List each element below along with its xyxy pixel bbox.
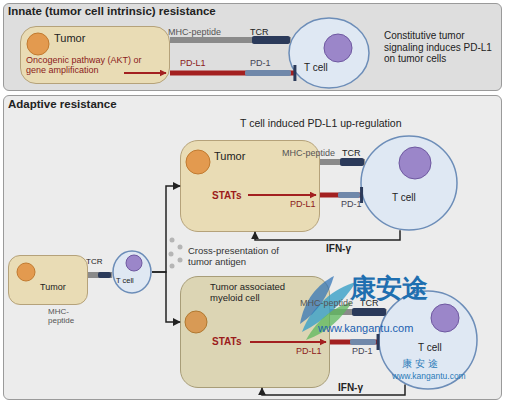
molecule-label: PD-1 [250, 58, 271, 68]
panel-title: Innate (tumor cell intrinsic) resistance [8, 5, 216, 18]
molecule-label: TCR [250, 27, 269, 37]
cell-label: T cell [418, 342, 442, 354]
cell-circle: T cell [112, 250, 152, 294]
panel-subtitle: T cell induced PD-L1 up-regulation [240, 117, 401, 129]
molecule-label: TCR [342, 148, 361, 158]
edge-label: IFN-γ [326, 243, 351, 255]
molecule-label: MHC-peptide [300, 298, 353, 308]
molecule-label: PD-L1 [290, 199, 316, 209]
watermark: www.kangantu.com [392, 372, 466, 382]
cell-label: Tumor [214, 150, 245, 163]
molecule-label: TCR [86, 257, 102, 266]
molecule-label: PD-L1 [180, 58, 206, 68]
cell-membrane [361, 136, 457, 230]
molecule-label: MHC-peptide [282, 148, 335, 158]
cell-box: Tumor associated myeloid cellSTATs [180, 276, 330, 388]
cell-label: T cell [116, 277, 134, 286]
watermark: www.kangantu.com [318, 322, 413, 335]
stats-label: STATs [212, 336, 241, 348]
cell-outline [288, 17, 370, 89]
cell-circle: T cell [360, 135, 458, 231]
cell-membrane [289, 18, 369, 88]
molecule-label: PD-1 [352, 346, 373, 356]
edge-label: IFN-γ [338, 382, 363, 394]
cell-label: Tumor [40, 282, 66, 292]
cell-outline [360, 135, 458, 231]
molecule-label: MHC-peptide [168, 27, 221, 37]
molecule-label: PD-1 [341, 199, 362, 209]
panel-title: Adaptive resistance [8, 98, 117, 111]
note-text: Cross-presentation of tumor antigen [188, 246, 298, 268]
pathway-note: Oncogenic pathway (AKT) or gene amplific… [26, 55, 151, 76]
molecule-label: PD-L1 [296, 346, 322, 356]
cell-membrane [379, 291, 477, 389]
molecule-label: MHC-peptide [48, 307, 88, 325]
note-text: Constitutive tumor signaling induces PD-… [384, 30, 502, 65]
cell-label: Tumor associated myeloid cell [210, 282, 306, 304]
cell-box: Tumor [8, 255, 88, 305]
cell-label: T cell [392, 192, 416, 204]
watermark: 康安途 [350, 274, 428, 304]
cell-membrane [113, 251, 151, 293]
cell-label: Tumor [54, 32, 85, 45]
stats-label: STATs [212, 190, 241, 202]
watermark: 康 安 途 [402, 358, 438, 370]
cell-label: T cell [304, 62, 328, 74]
cell-box: TumorOncogenic pathway (AKT) or gene amp… [20, 26, 170, 84]
cell-circle: T cell [288, 17, 370, 89]
cell-outline [112, 250, 152, 294]
